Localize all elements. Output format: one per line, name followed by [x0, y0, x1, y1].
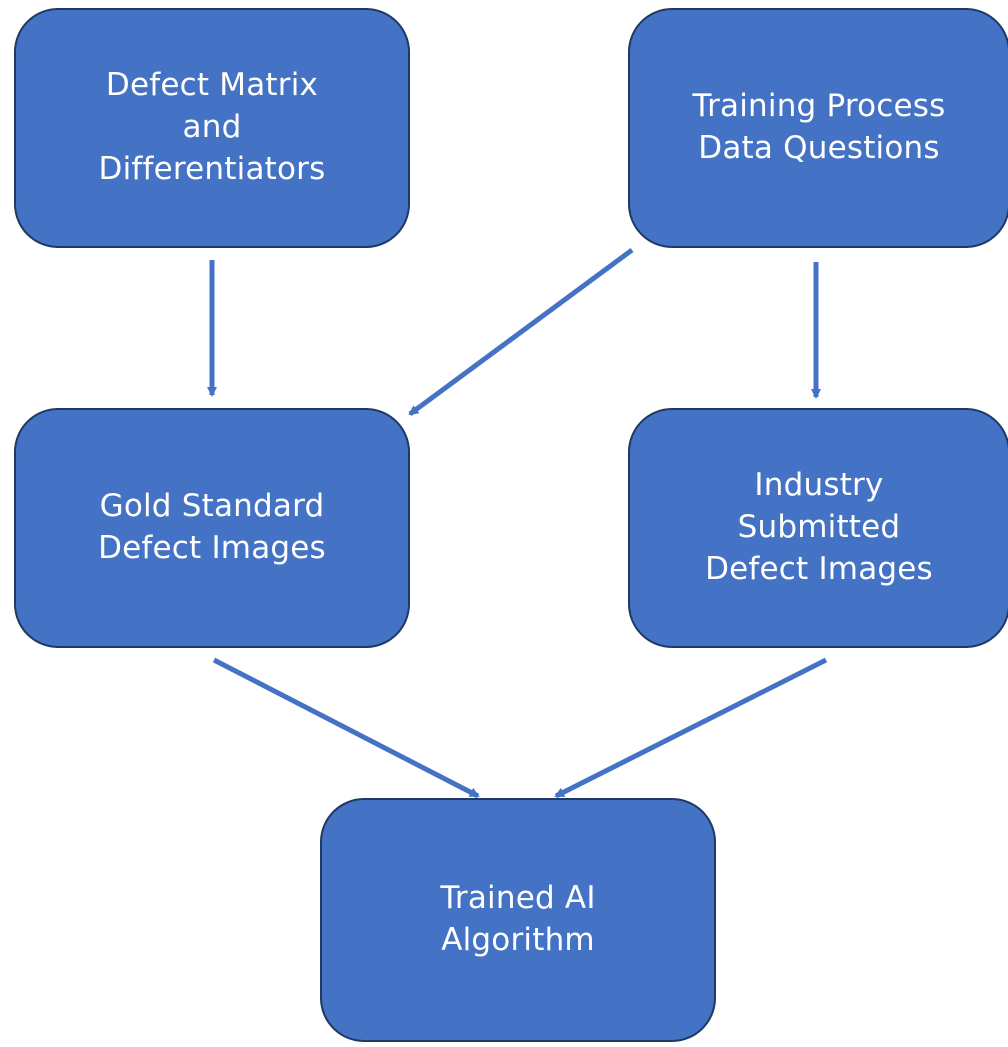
- node-defect-matrix-label: Defect Matrix and Differentiators: [98, 67, 326, 187]
- arrow-industry-to-trained-ai: [554, 657, 828, 799]
- node-training-process-questions-label: Training Process Data Questions: [692, 88, 946, 166]
- node-gold-standard-images-label: Gold Standard Defect Images: [98, 488, 326, 566]
- node-training-process-questions: Training Process Data Questions: [628, 8, 1008, 248]
- node-trained-ai-algorithm-label: Trained AI Algorithm: [440, 880, 596, 958]
- arrow-gold-standard-to-trained-ai: [212, 657, 480, 799]
- node-gold-standard-images: Gold Standard Defect Images: [14, 408, 410, 648]
- node-industry-submitted-images-label: Industry Submitted Defect Images: [705, 467, 933, 587]
- arrow-training-questions-to-gold-standard: [408, 247, 634, 417]
- node-trained-ai-algorithm: Trained AI Algorithm: [320, 798, 716, 1042]
- node-industry-submitted-images: Industry Submitted Defect Images: [628, 408, 1008, 648]
- node-defect-matrix: Defect Matrix and Differentiators: [14, 8, 410, 248]
